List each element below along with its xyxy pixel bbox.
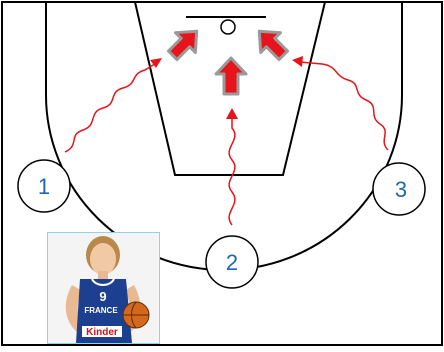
jersey-country: FRANCE — [84, 306, 118, 315]
cut-arrowhead-2 — [226, 108, 238, 119]
player-1-number: 1 — [38, 174, 50, 199]
cut-path-player-3 — [299, 61, 389, 151]
cut-arrowhead-1 — [150, 58, 162, 68]
player-3: 3 — [372, 162, 426, 216]
cut-arrowhead-3 — [292, 56, 303, 67]
arrow-icon-left — [166, 29, 199, 62]
player-3-number: 3 — [395, 177, 407, 202]
player-photo-figure: 9 FRANCE Kinder — [48, 233, 159, 343]
player-1: 1 — [17, 159, 71, 213]
jersey-number: 9 — [99, 289, 106, 304]
arrow-icon-center — [214, 56, 248, 96]
player-photo: 9 FRANCE Kinder — [47, 232, 160, 344]
key-lane — [134, 1, 326, 176]
player-2: 2 — [205, 235, 259, 289]
arrow-icon-right — [257, 29, 290, 62]
player-2-number: 2 — [226, 250, 238, 275]
cut-path-player-1 — [64, 61, 159, 153]
basket-icon — [220, 19, 236, 35]
cut-path-player-2 — [228, 115, 236, 226]
court-boundary — [1, 1, 443, 346]
jersey-sponsor: Kinder — [86, 327, 118, 338]
three-point-line — [45, 2, 403, 271]
